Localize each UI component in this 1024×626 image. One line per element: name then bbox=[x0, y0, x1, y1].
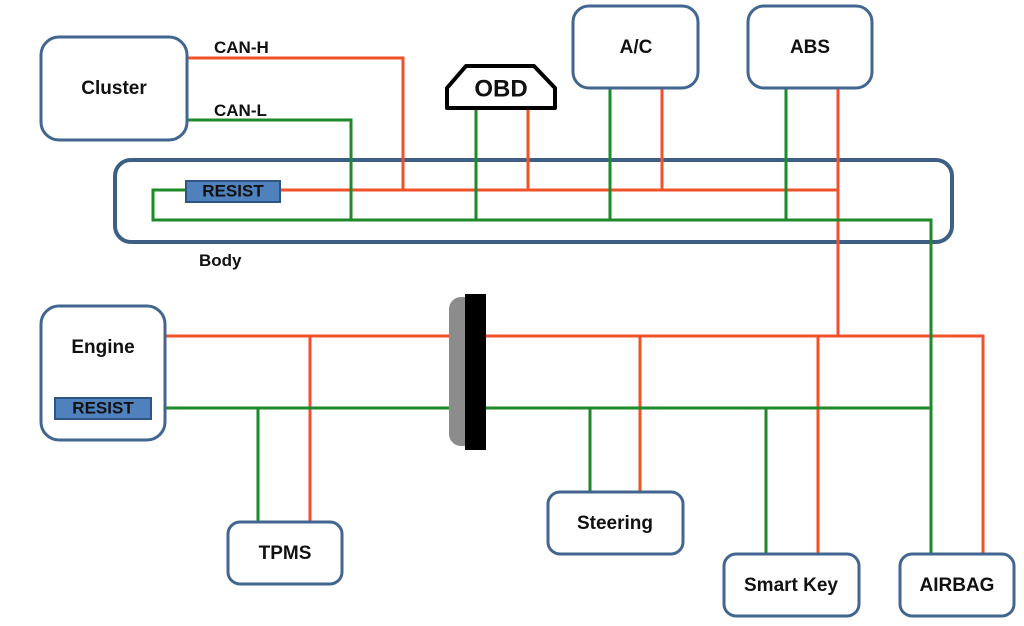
body-resistor: RESIST bbox=[185, 180, 281, 203]
can-l-wire-cluster bbox=[185, 118, 353, 222]
joint-connector-icon bbox=[449, 294, 486, 450]
node-abs: ABS bbox=[746, 4, 874, 90]
obd-connector-shape bbox=[445, 64, 557, 110]
engine-resistor-box bbox=[54, 397, 152, 420]
can-l-wires bbox=[148, 86, 933, 556]
body-resistor-box bbox=[185, 180, 281, 203]
ac-box bbox=[571, 4, 700, 90]
steering-label: Steering bbox=[577, 513, 653, 534]
tpms-label: TPMS bbox=[259, 543, 312, 564]
ac-label: A/C bbox=[620, 37, 653, 58]
obd-connector-icon: OBD bbox=[445, 64, 557, 110]
node-airbag: AIRBAG bbox=[898, 552, 1016, 618]
abs-label: ABS bbox=[790, 37, 830, 58]
can-h-wires bbox=[163, 56, 985, 556]
body-network-outline bbox=[113, 158, 954, 244]
joint-connector-black bbox=[465, 294, 486, 450]
node-tpms: TPMS bbox=[226, 520, 344, 586]
body-resistor-label: RESIST bbox=[202, 181, 264, 200]
airbag-label: AIRBAG bbox=[920, 575, 995, 596]
smart-key-box bbox=[722, 552, 861, 618]
smart-key-label: Smart Key bbox=[744, 575, 838, 596]
node-ac: A/C bbox=[571, 4, 700, 90]
can-h-label: CAN-H bbox=[214, 38, 269, 57]
tpms-box bbox=[226, 520, 344, 586]
can-h-wire-cluster bbox=[185, 56, 405, 192]
node-steering: Steering bbox=[546, 490, 685, 556]
can-l-label: CAN-L bbox=[214, 101, 267, 120]
steering-box bbox=[546, 490, 685, 556]
abs-box bbox=[746, 4, 874, 90]
body-label: Body bbox=[199, 251, 242, 270]
node-cluster: Cluster bbox=[39, 35, 189, 142]
airbag-box bbox=[898, 552, 1016, 618]
can-l-wire-body-main bbox=[151, 188, 933, 556]
engine-resistor: RESIST bbox=[54, 397, 152, 420]
engine-label: Engine bbox=[71, 337, 134, 358]
cluster-label: Cluster bbox=[81, 78, 147, 99]
obd-label: OBD bbox=[474, 75, 527, 102]
engine-resistor-label: RESIST bbox=[72, 398, 134, 417]
node-smart-key: Smart Key bbox=[722, 552, 861, 618]
cluster-box bbox=[39, 35, 189, 142]
